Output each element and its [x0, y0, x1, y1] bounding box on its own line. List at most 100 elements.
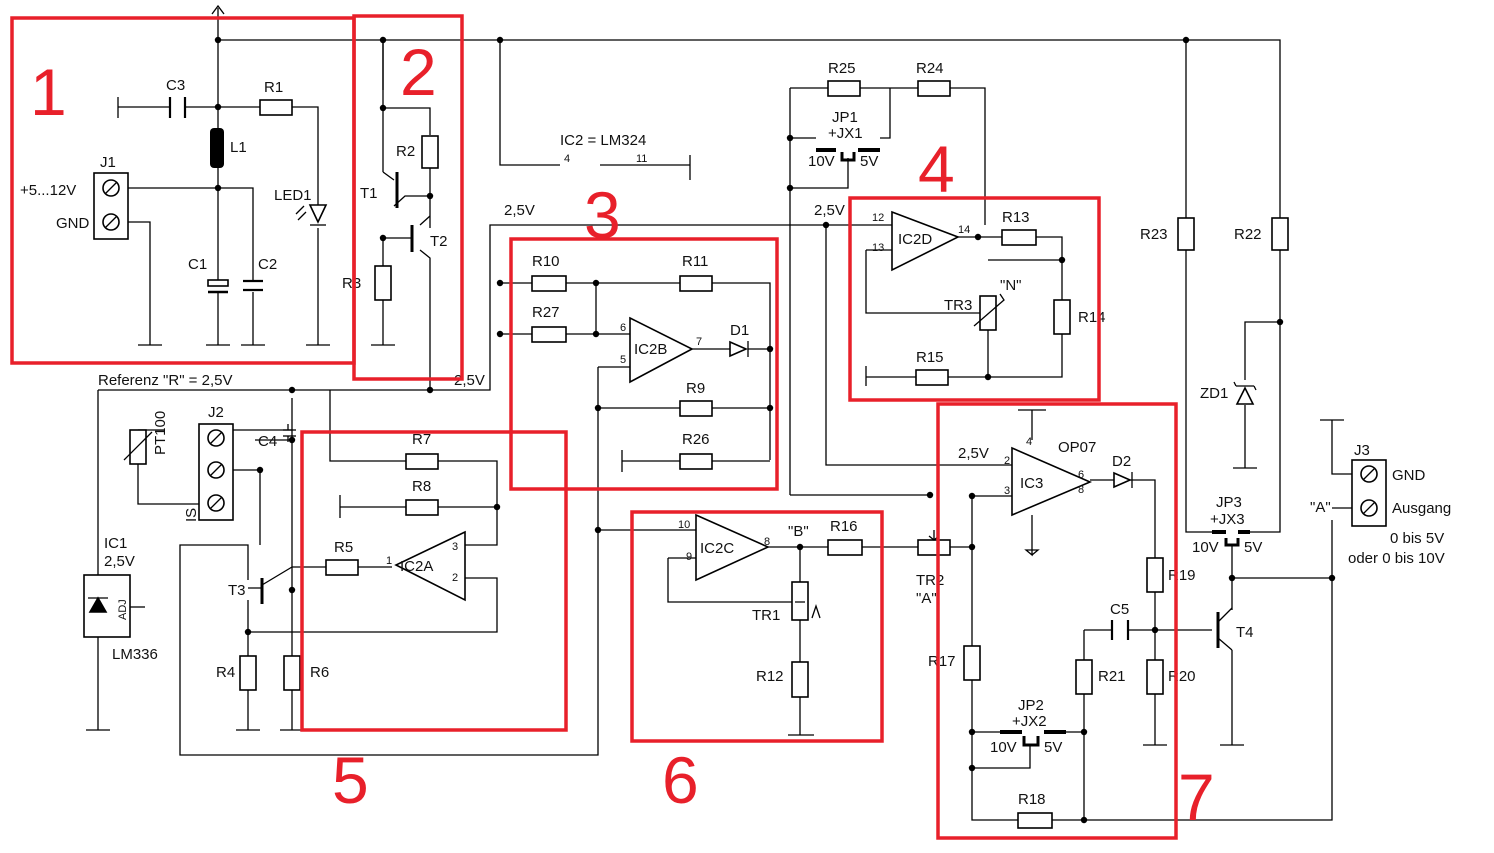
block-3-number: 3 — [584, 178, 621, 252]
j2-label: J2 — [208, 404, 224, 421]
output-range-10v: oder 0 bis 10V — [1348, 550, 1445, 567]
ic1-label: IC1 — [104, 535, 127, 552]
r15-label: R15 — [916, 349, 944, 366]
voltage-label: 2,5V — [814, 202, 845, 219]
block-6-box — [630, 510, 884, 743]
op07-label: OP07 — [1058, 439, 1096, 456]
d1-label: D1 — [730, 322, 749, 339]
pin-label: 2 — [1004, 455, 1010, 467]
jumper-5v-label: 5V — [860, 153, 878, 170]
r19-label: R19 — [1168, 567, 1196, 584]
t3-label: T3 — [228, 582, 246, 599]
c5-label: C5 — [1110, 601, 1129, 618]
c3-label: C3 — [166, 77, 185, 94]
r11-label: R11 — [682, 253, 708, 270]
r2-label: R2 — [396, 143, 415, 160]
pt100-label: PT100 — [152, 411, 169, 455]
output-range-5v: 0 bis 5V — [1390, 530, 1444, 547]
r10-label: R10 — [532, 253, 560, 270]
pin-label: 11 — [636, 153, 647, 165]
c1-label: C1 — [188, 256, 207, 273]
output-gnd-label: GND — [1392, 467, 1426, 484]
t2-label: T2 — [430, 233, 448, 250]
r27-label: R27 — [532, 304, 560, 321]
r6-label: R6 — [310, 664, 329, 681]
r9-label: R9 — [686, 380, 705, 397]
pin-label: 12 — [872, 212, 884, 224]
r5-label: R5 — [334, 539, 353, 556]
block-6-number: 6 — [662, 743, 699, 817]
junctions — [214, 36, 1336, 824]
jx1-label: +JX1 — [828, 125, 863, 142]
r7-label: R7 — [412, 431, 431, 448]
pin-label: 1 — [386, 555, 392, 567]
ic2c-label: IC2C — [700, 540, 734, 557]
labels: IC2 = LM324 4 11 +5...12V GND Referenz "… — [20, 60, 1451, 808]
block-5-box — [300, 430, 568, 732]
node-n-label: "N" — [1000, 277, 1021, 294]
pin-label: 7 — [696, 336, 702, 348]
ic2d-label: IC2D — [898, 231, 932, 248]
j3-label: J3 — [1354, 442, 1370, 459]
pin-label: 9 — [686, 551, 692, 563]
c4-label: C4 — [258, 433, 277, 450]
node-b-label: "B" — [788, 523, 809, 540]
r4-label: R4 — [216, 664, 235, 681]
pin-label: 6 — [1078, 469, 1084, 481]
t4-label: T4 — [1236, 624, 1254, 641]
pin-label: 8 — [764, 536, 770, 548]
jumper-5v-label: 5V — [1044, 739, 1062, 756]
block-2-box — [352, 14, 464, 381]
pin-label: 3 — [452, 541, 458, 553]
jumper-5v-label: 5V — [1244, 539, 1262, 556]
voltage-label: 2,5V — [504, 202, 535, 219]
t1-label: T1 — [360, 185, 378, 202]
ic2a-label: IC2A — [400, 558, 433, 575]
r25-label: R25 — [828, 60, 856, 77]
block-7-number: 7 — [1178, 760, 1215, 834]
jx2-label: +JX2 — [1012, 713, 1047, 730]
r12-label: R12 — [756, 668, 784, 685]
pin-label: 4 — [1026, 436, 1032, 448]
ic1-type-label: LM336 — [112, 646, 158, 663]
zd1-label: ZD1 — [1200, 385, 1228, 402]
pin-label: 2 — [452, 572, 458, 584]
jumper-10v-label: 10V — [990, 739, 1017, 756]
r18-label: R18 — [1018, 791, 1046, 808]
supply-label: +5...12V — [20, 182, 76, 199]
d2-label: D2 — [1112, 453, 1131, 470]
opamps — [394, 210, 1093, 602]
r8-label: R8 — [412, 478, 431, 495]
r14-label: R14 — [1078, 309, 1106, 326]
voltage-label: 2,5V — [958, 445, 989, 462]
jp2-label: JP2 — [1018, 697, 1044, 714]
adj-label: ADJ — [117, 599, 129, 620]
r22-label: R22 — [1234, 226, 1262, 243]
gnd-label: GND — [56, 215, 90, 232]
r24-label: R24 — [916, 60, 944, 77]
pin-label: 10 — [678, 519, 690, 531]
pin-label: 8 — [1078, 484, 1084, 496]
block-1-number: 1 — [30, 55, 67, 129]
tr1-label: TR1 — [752, 607, 780, 624]
r17-label: R17 — [928, 653, 956, 670]
pin-label: 4 — [564, 153, 570, 165]
block-2-number: 2 — [400, 35, 437, 109]
r1-label: R1 — [264, 79, 283, 96]
block-7-box — [936, 402, 1178, 840]
block-4-number: 4 — [918, 132, 955, 206]
node-a-label: "A" — [916, 590, 937, 607]
ic-note: IC2 = LM324 — [560, 132, 646, 149]
reference-label: Referenz "R" = 2,5V — [98, 372, 232, 389]
node-a-output-label: "A" — [1310, 499, 1331, 516]
block-4-box — [848, 196, 1101, 402]
wires — [86, 4, 1352, 821]
jp1-label: JP1 — [832, 109, 858, 126]
j1-label: J1 — [100, 154, 116, 171]
passives — [168, 97, 1257, 640]
connectors — [83, 172, 1387, 638]
block-outlines: 1 2 3 4 5 6 7 — [10, 14, 1215, 840]
jumpers — [816, 148, 1250, 747]
ic3-label: IC3 — [1020, 475, 1043, 492]
